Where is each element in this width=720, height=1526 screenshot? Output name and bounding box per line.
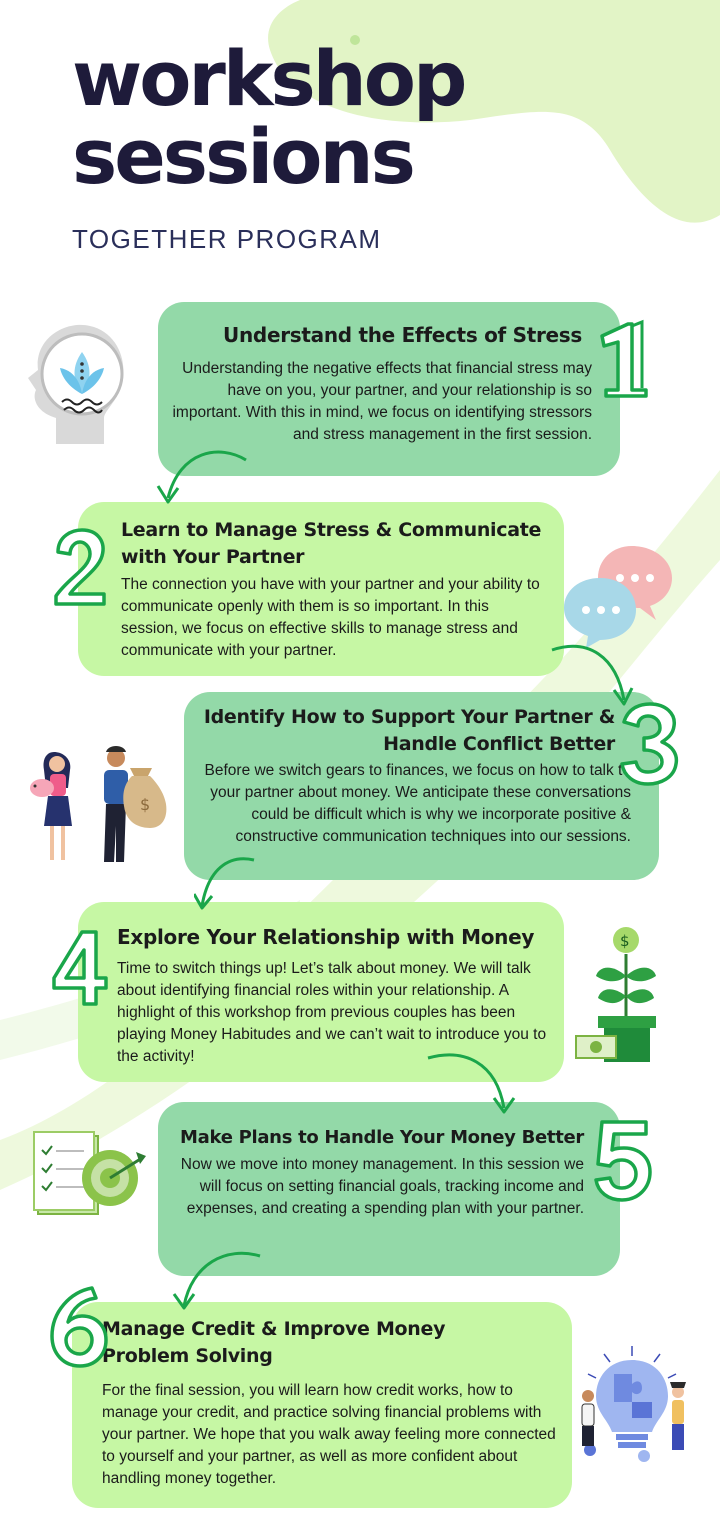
arrow-2-to-3-icon [551, 644, 634, 706]
page-title: workshop sessions [72, 34, 467, 201]
session-title-3: Identify How to Support Your Partner & H… [203, 706, 615, 755]
session-title-6: Manage Credit & Improve Money Problem So… [102, 1318, 446, 1367]
mind-lotus-icon [28, 324, 124, 444]
session-card-4: Explore Your Relationship with Money Tim… [78, 902, 564, 1082]
session-title-2: Learn to Manage Stress & Communicate wit… [121, 519, 542, 568]
number-4-icon [52, 930, 108, 1006]
session-card-1: Understand the Effects of Stress Underst… [158, 302, 620, 476]
arrow-1-to-2-icon [156, 450, 247, 504]
number-2-icon [54, 528, 106, 606]
session-body-1: Understanding the negative effects that … [172, 360, 592, 443]
session-card-5: Make Plans to Handle Your Money Better N… [158, 1102, 620, 1276]
number-5-icon [594, 1120, 652, 1202]
session-title-5: Make Plans to Handle Your Money Better [180, 1127, 584, 1148]
session-body-3: Before we switch gears to finances, we f… [204, 762, 631, 845]
couple-with-savings-icon: $ [30, 746, 167, 862]
arrow-4-to-5-icon [427, 1053, 516, 1114]
session-body-4: Time to switch things up! Let’s talk abo… [117, 960, 547, 1065]
checklist-target-icon [33, 1131, 146, 1215]
program-subtitle: TOGETHER PROGRAM [72, 224, 382, 254]
title-line-1: workshop [72, 34, 467, 123]
svg-text:$: $ [620, 932, 630, 950]
arrow-5-to-6-icon [172, 1251, 261, 1310]
number-6-icon [50, 1286, 108, 1368]
session-card-3: Identify How to Support Your Partner & H… [184, 692, 659, 880]
session-body-6: For the final session, you will learn ho… [102, 1382, 556, 1487]
session-title-4: Explore Your Relationship with Money [117, 925, 535, 949]
session-title-1: Understand the Effects of Stress [223, 323, 582, 347]
session-card-2: Learn to Manage Stress & Communicate wit… [78, 502, 564, 676]
chat-bubbles-icon [564, 546, 672, 648]
lightbulb-puzzle-icon [581, 1346, 686, 1462]
arrow-3-to-4-icon [194, 857, 255, 910]
session-card-6: Manage Credit & Improve Money Problem So… [72, 1302, 572, 1508]
title-line-2: sessions [72, 112, 416, 201]
session-body-2: The connection you have with your partne… [121, 576, 540, 659]
number-3-icon [620, 702, 679, 786]
svg-text:$: $ [140, 795, 150, 814]
money-plant-icon: $ [575, 927, 656, 1062]
number-1-icon [600, 319, 648, 398]
session-body-5: Now we move into money management. In th… [180, 1156, 584, 1217]
